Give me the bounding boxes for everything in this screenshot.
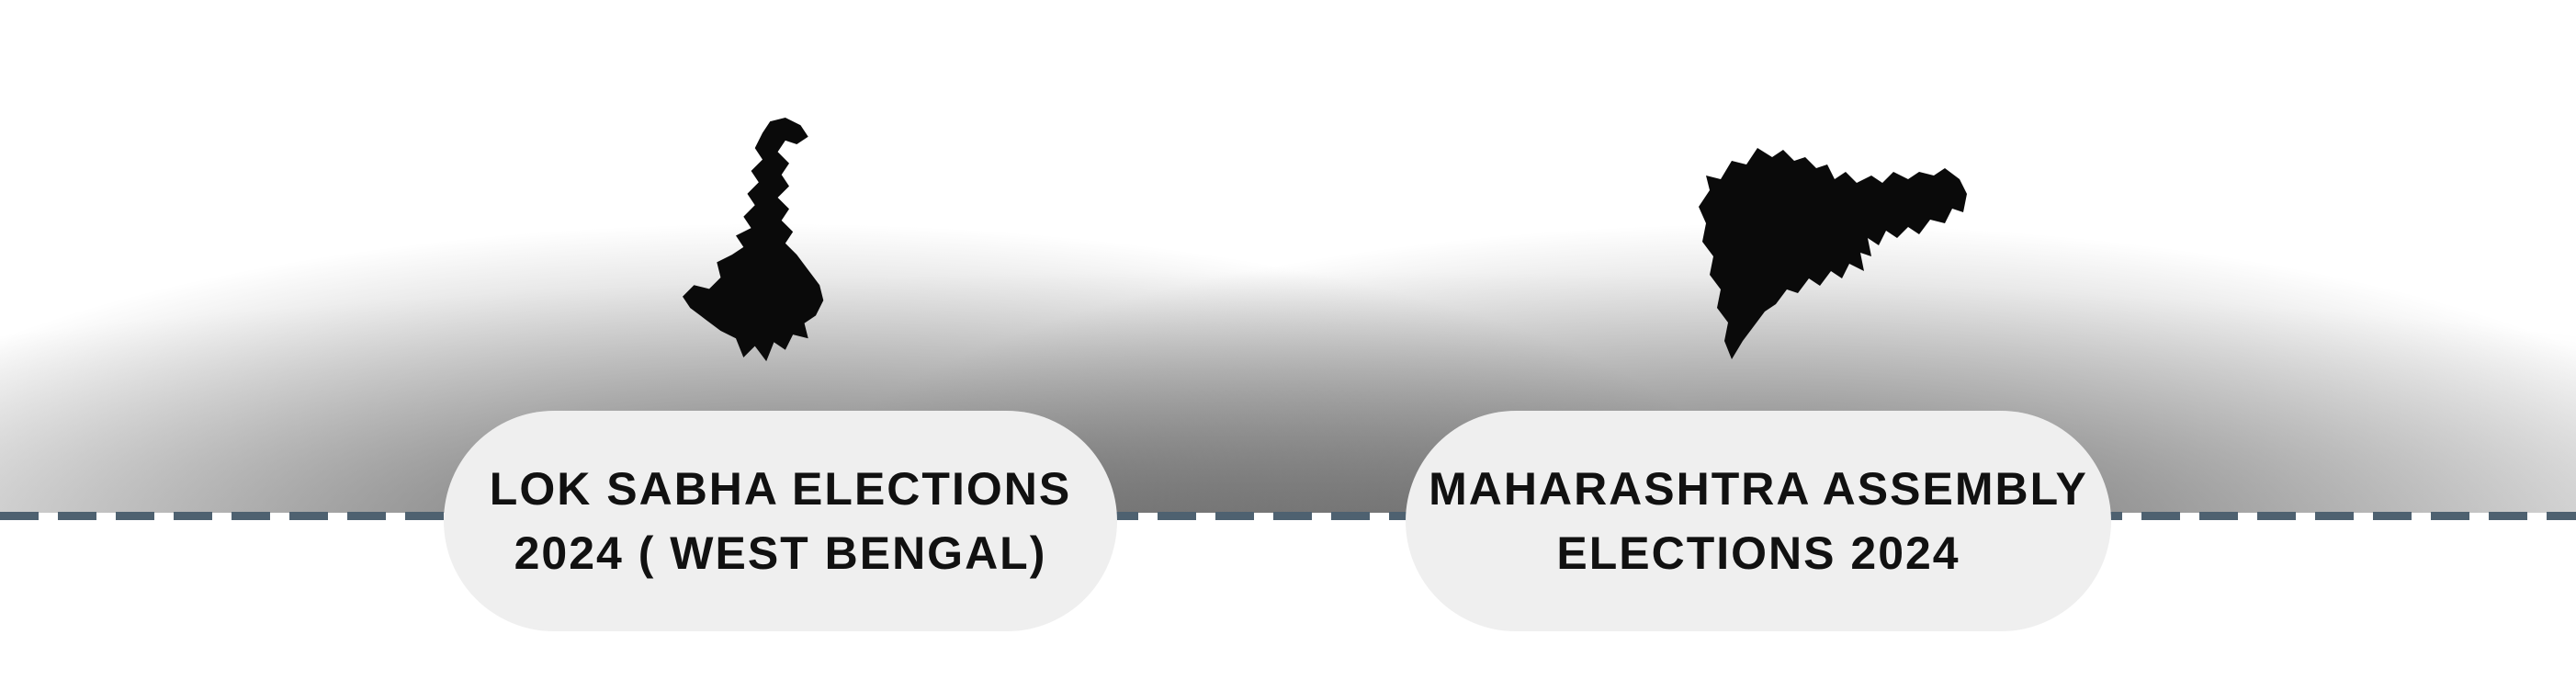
label-lok-sabha-elections: LOK SABHA ELECTIONS 2024 ( WEST BENGAL): [444, 411, 1117, 631]
label-line-2: ELECTIONS 2024: [1556, 527, 1960, 579]
ambient-shadow-gradient: [0, 0, 2576, 513]
maharashtra-map-icon: [1699, 148, 1967, 359]
dashed-divider-line: [0, 512, 2576, 520]
label-line-2: 2024 ( WEST BENGAL): [514, 527, 1047, 579]
label-line-1: MAHARASHTRA ASSEMBLY: [1429, 463, 2088, 515]
label-maharashtra-assembly-elections: MAHARASHTRA ASSEMBLY ELECTIONS 2024: [1406, 411, 2111, 631]
label-line-1: LOK SABHA ELECTIONS: [489, 463, 1072, 515]
west-bengal-map-icon: [683, 118, 824, 362]
